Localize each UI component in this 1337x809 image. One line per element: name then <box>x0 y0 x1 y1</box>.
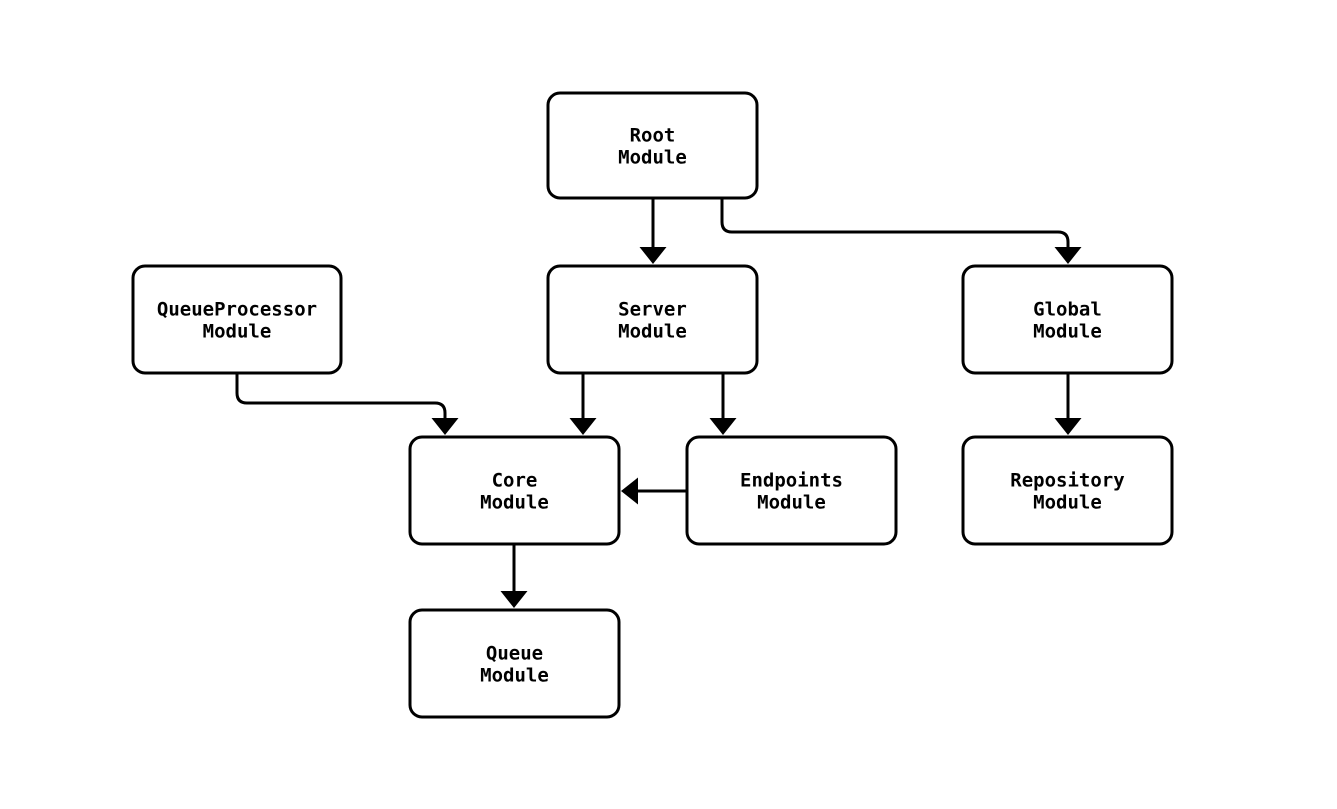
node-label-line2: Module <box>1033 321 1102 343</box>
node-box <box>408 608 621 719</box>
node-box <box>131 264 343 375</box>
node-label-line1: Repository <box>1010 470 1124 492</box>
node-label-line2: Module <box>757 492 826 514</box>
node-label-line1: Global <box>1033 299 1102 321</box>
node-box <box>546 91 759 200</box>
node-label-line2: Module <box>618 147 687 169</box>
nodes-layer: RootModuleQueueProcessorModuleServerModu… <box>131 91 1174 719</box>
node-label-line2: Module <box>618 321 687 343</box>
edge-queueprocessor-to-core <box>235 373 459 435</box>
node-label-line1: Server <box>618 299 687 321</box>
node-label-line2: Module <box>1033 492 1102 514</box>
node-label-line2: Module <box>480 492 549 514</box>
node-label-line1: Queue <box>486 643 543 665</box>
edge-root-to-global <box>720 198 1082 264</box>
node-box <box>961 435 1174 546</box>
node-box <box>961 264 1174 375</box>
node-box <box>546 264 759 375</box>
node-label-line1: Core <box>492 470 538 492</box>
node-label-line1: QueueProcessor <box>157 299 317 321</box>
edges-layer <box>235 198 1082 608</box>
node-box <box>685 435 898 546</box>
node-label-line1: Root <box>630 125 676 147</box>
node-label-line2: Module <box>480 665 549 687</box>
node-label-line2: Module <box>203 321 272 343</box>
node-box <box>408 435 621 546</box>
node-label-line1: Endpoints <box>740 470 843 492</box>
